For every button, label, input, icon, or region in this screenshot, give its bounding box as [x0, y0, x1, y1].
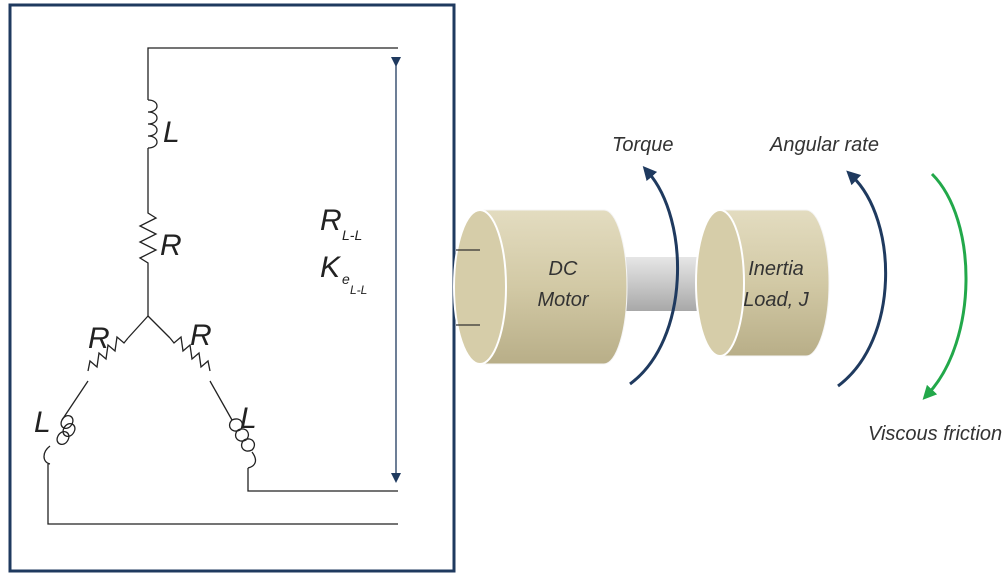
resistor-right — [169, 335, 211, 372]
kell-sub2: L-L — [350, 283, 367, 297]
resistor-label-top: R — [160, 229, 182, 262]
dc-motor: DC Motor — [453, 209, 628, 365]
angular-rate-label: Angular rate — [769, 134, 879, 156]
circuit-frame — [8, 3, 456, 573]
resistor-left — [87, 335, 129, 372]
kell-main: K — [320, 251, 342, 284]
inductor-top — [147, 99, 158, 149]
torque-arrow — [629, 165, 680, 386]
top-wire — [147, 47, 398, 100]
wye-circuit — [43, 47, 398, 525]
viscous-friction-arrow — [922, 172, 968, 400]
motor-label-line1: DC — [549, 258, 578, 280]
motor-label-line2: Motor — [537, 289, 589, 311]
rll-sub: L-L — [342, 227, 362, 243]
rll-main: R — [320, 204, 342, 237]
inductor-label-top: L — [163, 116, 180, 149]
resistor-top — [138, 205, 158, 273]
load-face — [695, 209, 745, 357]
torque-label: Torque — [612, 134, 674, 156]
kell-sub1: e — [342, 271, 350, 287]
inductor-right — [228, 418, 256, 452]
inertia-load: Inertia Load, J — [695, 209, 830, 357]
load-label-line1: Inertia — [748, 258, 804, 280]
angular-rate-arrow — [837, 170, 888, 388]
inductor-label-left: L — [34, 406, 51, 439]
inductor-label-right: L — [240, 402, 257, 435]
load-label-line2: Load, J — [743, 289, 810, 311]
rll-label: R L-L — [320, 204, 362, 243]
resistor-label-left: R — [88, 322, 110, 355]
inductor-left — [56, 415, 76, 445]
motor-face — [453, 209, 507, 365]
kell-label: K e L-L — [320, 251, 367, 297]
viscous-friction-label: Viscous friction — [868, 423, 1002, 445]
resistor-label-right: R — [190, 319, 212, 352]
